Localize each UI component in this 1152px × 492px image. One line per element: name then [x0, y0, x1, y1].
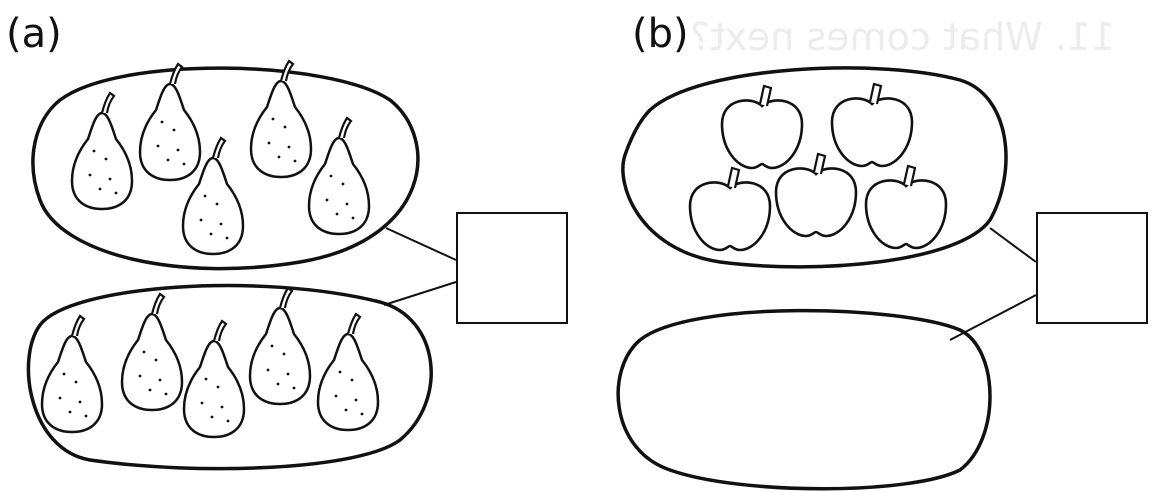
pear-icon: [249, 59, 313, 179]
set-oval-b-bottom: [616, 308, 992, 491]
pear-icon: [120, 292, 184, 412]
answer-box-a[interactable]: [456, 212, 568, 324]
panel-label-b: (b): [632, 11, 689, 57]
connector-line: [989, 227, 1037, 263]
set-oval-a-top: [31, 66, 420, 271]
pear-icon: [248, 286, 312, 406]
connector-line: [949, 294, 1037, 341]
answer-box-b[interactable]: [1036, 212, 1148, 324]
connector-line: [383, 281, 457, 306]
apple-icon: [830, 82, 914, 168]
apple-icon: [688, 166, 772, 252]
pear-icon: [40, 314, 104, 434]
pear-icon: [316, 312, 380, 432]
apple-icon: [864, 164, 948, 250]
set-oval-a-bottom: [26, 283, 433, 471]
panel-a: [26, 59, 457, 471]
connector-line: [385, 227, 457, 261]
pear-icon: [307, 116, 371, 236]
panel-label-a: (a): [6, 11, 62, 57]
pear-icon: [138, 62, 202, 182]
panel-b: [616, 66, 1037, 491]
apple-icon: [720, 84, 804, 170]
set-oval-b-top: [621, 66, 1008, 269]
apple-icon: [774, 152, 858, 238]
